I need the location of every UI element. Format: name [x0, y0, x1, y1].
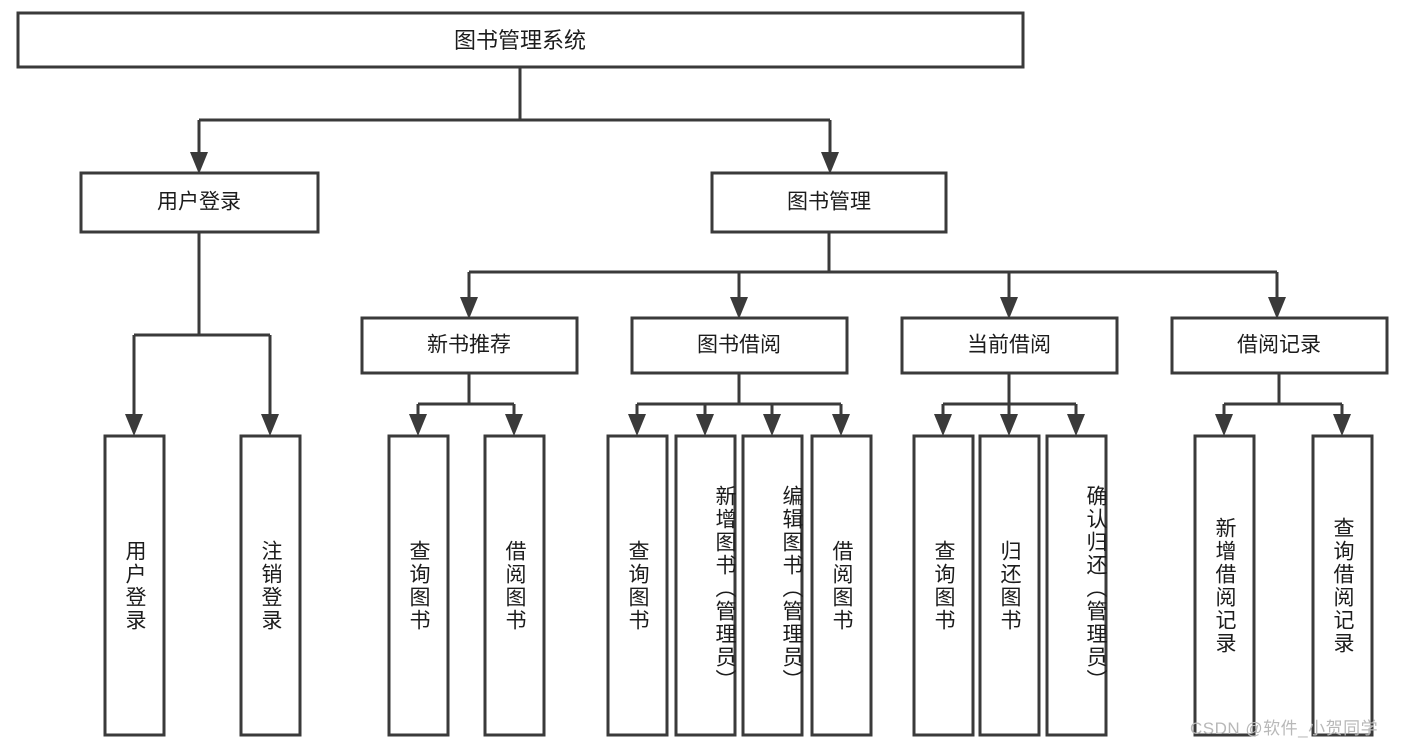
- leaf-box-user-login[interactable]: [103, 434, 166, 737]
- arrow-leaf-cb-query: [934, 414, 952, 436]
- arrow-leaf-br-query: [1333, 414, 1351, 436]
- arrow-leaf-bb-add: [696, 414, 714, 436]
- node-borrow-record-label: 借阅记录: [1237, 334, 1321, 357]
- leaf-box-bb-edit[interactable]: [741, 434, 804, 737]
- leaf-box-cb-confirm[interactable]: [1045, 434, 1108, 737]
- node-book-manage-label: 图书管理: [787, 191, 871, 214]
- node-book-borrow-box[interactable]: [630, 316, 849, 375]
- node-current-borrow-box[interactable]: [900, 316, 1119, 375]
- leaf-box-br-add[interactable]: [1193, 434, 1256, 737]
- leaf-box-cb-return[interactable]: [978, 434, 1041, 737]
- arrow-leaf-bb-query: [628, 414, 646, 436]
- arrow-leaf-bb-edit: [763, 414, 781, 436]
- arrow-leaf-cb-return: [1000, 414, 1018, 436]
- arrow-leaf-cb-confirm: [1067, 414, 1085, 436]
- leaf-box-bb-borrow[interactable]: [810, 434, 873, 737]
- arrow-leaf-logout: [261, 414, 279, 436]
- node-borrow-record-box[interactable]: [1170, 316, 1389, 375]
- node-book-borrow-label: 图书借阅: [697, 334, 781, 357]
- leaf-box-cb-query[interactable]: [912, 434, 975, 737]
- arrow-to-current-borrow: [1000, 297, 1018, 319]
- node-user-login-label: 用户登录: [157, 191, 241, 214]
- arrow-to-new-book: [460, 297, 478, 319]
- arrow-to-borrow-record: [1268, 297, 1286, 319]
- node-root-box[interactable]: [16, 11, 1025, 69]
- arrow-leaf-nb-query: [409, 414, 427, 436]
- node-root-label: 图书管理系统: [454, 28, 586, 53]
- arrow-leaf-br-add: [1215, 414, 1233, 436]
- node-book-manage-box[interactable]: [710, 171, 948, 234]
- leaf-box-bb-query[interactable]: [606, 434, 669, 737]
- arrow-leaf-nb-borrow: [505, 414, 523, 436]
- leaf-box-nb-borrow[interactable]: [483, 434, 546, 737]
- node-current-borrow-label: 当前借阅: [967, 334, 1051, 357]
- node-new-book-box[interactable]: [360, 316, 579, 375]
- leaf-box-bb-add[interactable]: [674, 434, 737, 737]
- arrow-leaf-user-login: [125, 414, 143, 436]
- watermark-text: CSDN @软件_小贺同学: [1190, 719, 1379, 738]
- node-new-book-label: 新书推荐: [427, 334, 511, 357]
- arrow-to-book-borrow: [730, 297, 748, 319]
- arrow-to-book-manage: [821, 152, 839, 174]
- arrow-to-user-login: [190, 152, 208, 174]
- leaf-box-br-query[interactable]: [1311, 434, 1374, 737]
- leaf-box-nb-query[interactable]: [387, 434, 450, 737]
- leaf-box-logout[interactable]: [239, 434, 302, 737]
- arrow-leaf-bb-borrow: [832, 414, 850, 436]
